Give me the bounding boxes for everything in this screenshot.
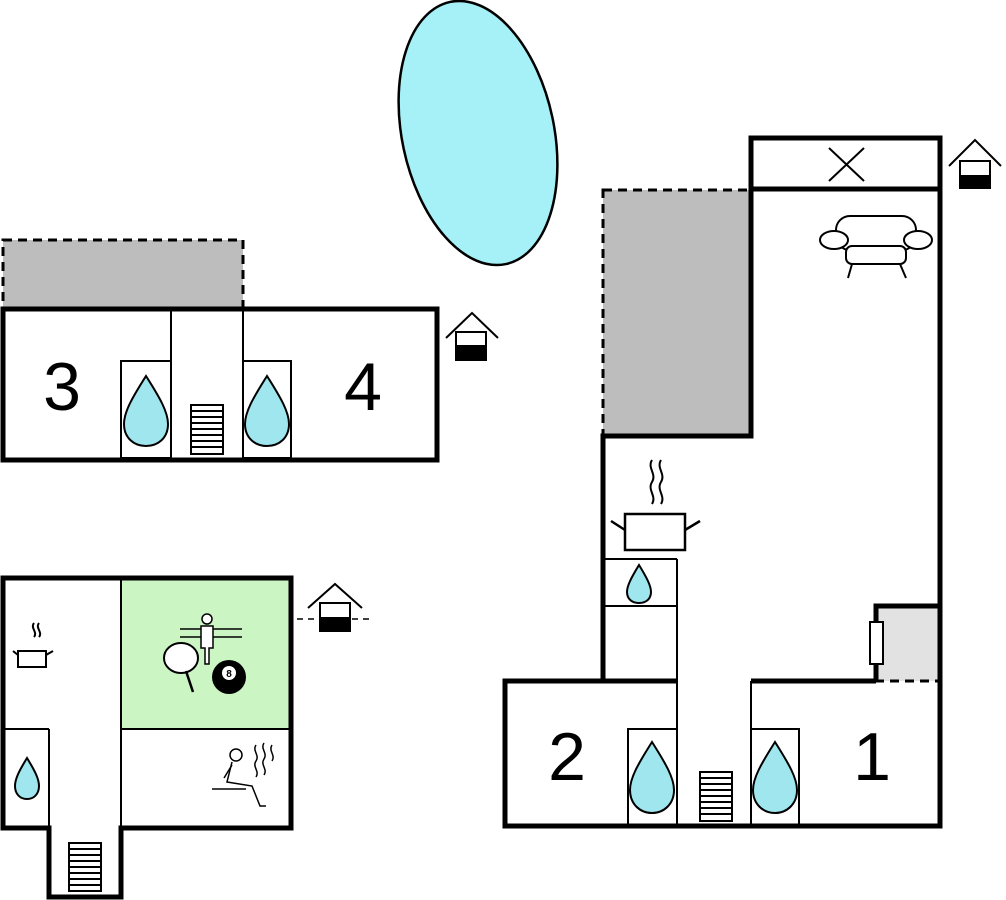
water-drop-icon <box>13 756 41 801</box>
water-drop-icon <box>122 374 170 448</box>
fireplace-icon <box>828 147 865 182</box>
window-icon <box>869 621 884 665</box>
sauna-icon <box>212 742 274 807</box>
water-drop-icon <box>625 563 653 605</box>
bathroom-4 <box>242 360 292 459</box>
entrance-icon <box>948 138 1002 189</box>
water-drop-icon <box>243 374 291 448</box>
bathroom-2 <box>627 728 678 827</box>
table-tennis-icon <box>163 642 199 693</box>
billiard-ball-icon: 8 <box>212 660 246 694</box>
stairs-icon <box>699 771 733 822</box>
building-bottom-left: 8 <box>0 575 374 900</box>
sofa-icon <box>819 215 933 279</box>
water-drop-icon <box>751 740 799 815</box>
cooking-pot-icon <box>12 622 54 668</box>
room-number-4: 4 <box>344 349 382 425</box>
entrance-icon <box>445 311 499 361</box>
small-terrace <box>874 604 942 683</box>
building-top-left: 3 4 <box>0 238 499 463</box>
stairs-icon <box>68 842 102 892</box>
entrance-icon <box>297 582 374 632</box>
stairs-icon <box>190 404 224 455</box>
building-right: 2 1 <box>502 135 1002 829</box>
table-football-icon <box>180 613 242 665</box>
bathroom-3 <box>120 360 172 459</box>
building-main-outline <box>502 135 943 829</box>
room-number-1: 1 <box>853 719 891 795</box>
room-number-2: 2 <box>548 719 586 795</box>
cooking-pot-icon <box>610 459 701 552</box>
terrace-right <box>601 188 753 438</box>
pool-icon <box>397 0 559 267</box>
terrace-top-left <box>1 238 245 310</box>
building-lower-outline <box>0 575 294 900</box>
water-drop-icon <box>628 740 676 815</box>
bathroom-1 <box>750 728 800 827</box>
room-number-3: 3 <box>43 349 81 425</box>
svg-text:8: 8 <box>226 669 232 680</box>
